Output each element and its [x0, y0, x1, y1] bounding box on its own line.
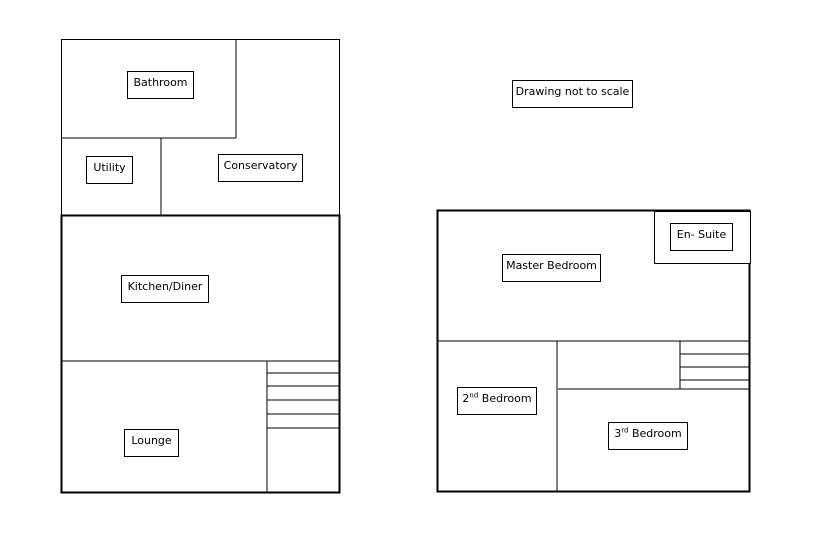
master-bedroom-label: Master Bedroom — [502, 254, 601, 282]
second-bedroom-suffix: nd — [469, 391, 479, 400]
third-bedroom-suffix: rd — [621, 426, 629, 435]
third-bedroom-number: 3 — [614, 427, 622, 440]
conservatory-label: Conservatory — [218, 154, 303, 182]
bathroom-label: Bathroom — [127, 71, 194, 99]
third-bedroom-label: 3rd Bedroom — [608, 422, 688, 450]
kitchen-diner-label: Kitchen/Diner — [121, 275, 209, 303]
ensuite-label: En- Suite — [670, 223, 733, 251]
ground-stairs — [267, 372, 340, 429]
third-bedroom-text: Bedroom — [628, 427, 682, 440]
second-bedroom-label: 2nd Bedroom — [457, 387, 537, 415]
first-stairs — [680, 353, 750, 381]
second-bedroom-number: 2 — [462, 392, 470, 405]
second-bedroom-text: Bedroom — [478, 392, 532, 405]
not-to-scale-note: Drawing not to scale — [512, 80, 633, 108]
lounge-label: Lounge — [124, 429, 179, 457]
ground-floor-walls — [60, 39, 341, 494]
utility-label: Utility — [86, 156, 133, 184]
first-floor-walls — [436, 209, 751, 493]
